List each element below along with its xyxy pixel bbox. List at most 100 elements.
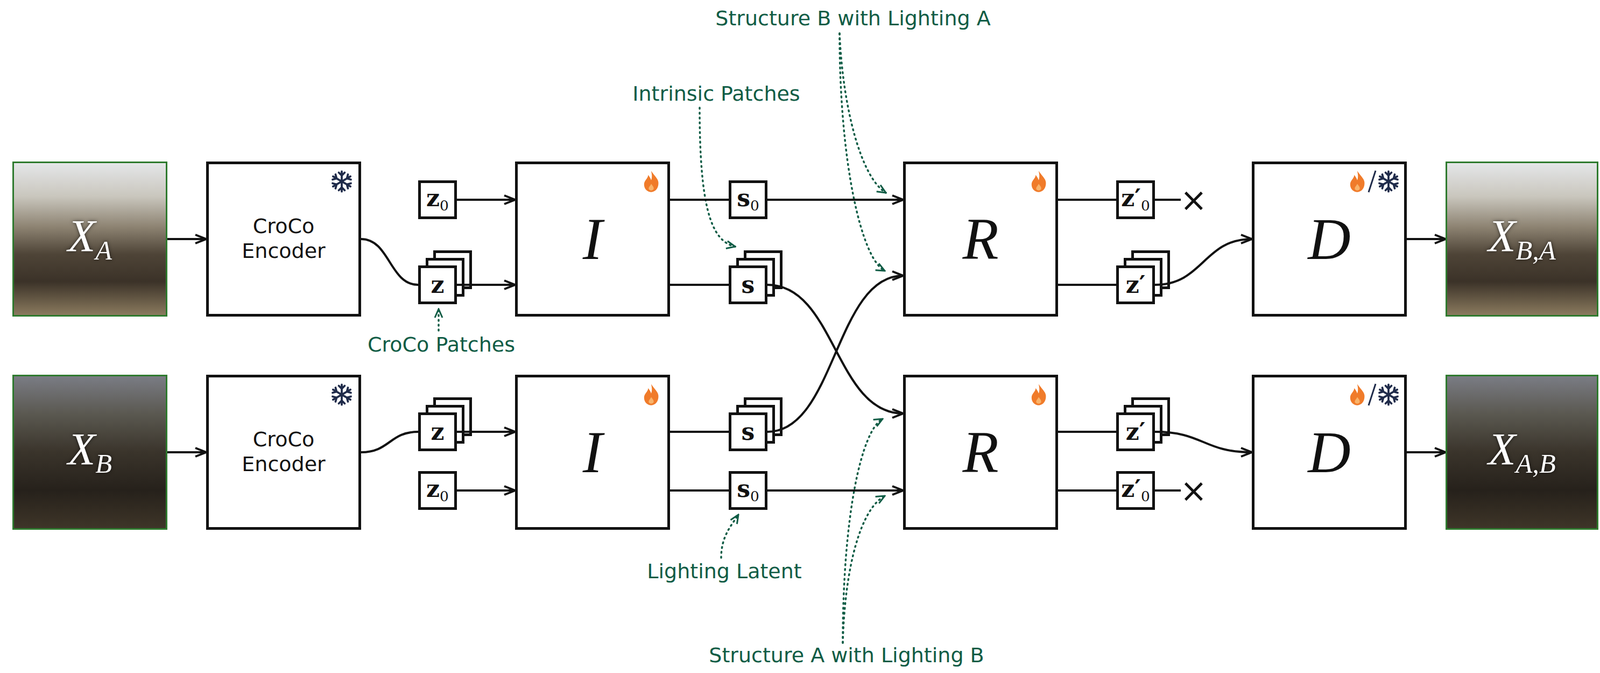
patch-stack: s xyxy=(728,412,768,451)
annotation-label: CroCo Patches xyxy=(365,333,518,357)
subscript-text: A xyxy=(95,235,112,266)
node-label: I xyxy=(582,419,603,485)
node-label: s xyxy=(736,184,751,212)
node-label: D xyxy=(1307,419,1351,485)
module-box: D xyxy=(1251,374,1407,530)
trainable-icon xyxy=(644,170,659,193)
image-panel: XB,A xyxy=(1445,161,1599,317)
node-text: s xyxy=(741,419,756,444)
leader-line xyxy=(842,495,885,643)
node-text: CroCo Encoder xyxy=(224,214,343,264)
discard-mark: × xyxy=(1180,474,1208,507)
node-text: XA,B xyxy=(1488,426,1556,478)
node-text: z0 xyxy=(426,186,449,213)
module-box: R xyxy=(903,374,1059,530)
connector xyxy=(767,198,904,201)
node-text: D xyxy=(1307,422,1351,482)
node-label: X xyxy=(67,424,96,475)
encoder-box: CroCo Encoder xyxy=(206,374,362,530)
connector xyxy=(1058,430,1117,433)
latent-box: z′0 xyxy=(1116,180,1155,220)
node-text: s0 xyxy=(736,476,760,504)
connector xyxy=(456,283,516,286)
node-text: z0 xyxy=(426,476,449,504)
patch-stack: z xyxy=(418,265,457,305)
connector xyxy=(456,430,516,433)
node-text: D xyxy=(1307,209,1351,269)
node-text: XA xyxy=(67,213,112,265)
node-text: s0 xyxy=(736,186,760,213)
encoder-box: CroCo Encoder xyxy=(206,161,362,317)
trainable-icon xyxy=(644,383,659,406)
connector xyxy=(361,238,419,285)
latent-box: z′0 xyxy=(1116,470,1155,510)
node-label: D xyxy=(1307,206,1351,272)
discard-mark: × xyxy=(1180,183,1208,216)
node-text: XB,A xyxy=(1488,213,1556,265)
subscript-text: A,B xyxy=(1516,448,1556,479)
leader-line xyxy=(839,33,885,271)
subscript-text: B,A xyxy=(1516,235,1556,266)
connector xyxy=(167,237,207,241)
node-label: z xyxy=(431,270,445,299)
node-text: XB xyxy=(67,426,112,478)
subscript-text: 0 xyxy=(750,487,760,505)
connector xyxy=(1154,431,1252,453)
node-label: z xyxy=(426,474,440,503)
connector xyxy=(670,430,729,433)
discard-line xyxy=(1154,489,1181,492)
subscript-text: 0 xyxy=(750,196,760,214)
connector xyxy=(1154,238,1252,285)
connector xyxy=(1058,283,1117,286)
node-label: CroCo Encoder xyxy=(241,214,326,263)
annotation-label: Structure A with Lighting B xyxy=(706,643,986,668)
node-text: s xyxy=(741,272,756,297)
node-text: z′0 xyxy=(1121,186,1150,213)
node-label: X xyxy=(1488,424,1516,475)
latent-box: z0 xyxy=(418,180,457,220)
connector xyxy=(670,489,729,492)
node-label: z xyxy=(426,184,440,212)
patch-stack: z′ xyxy=(1116,412,1155,451)
connector xyxy=(1406,237,1446,241)
connector xyxy=(767,489,904,492)
patch-stack: z′ xyxy=(1116,265,1155,305)
node-text: z′ xyxy=(1125,272,1146,297)
leader-line xyxy=(437,308,440,331)
subscript-text: B xyxy=(95,448,112,479)
subscript-text: 0 xyxy=(439,487,449,505)
node-label: R xyxy=(962,206,999,272)
node-label: s xyxy=(741,417,756,446)
annotation-label: Structure B with Lighting A xyxy=(713,6,993,31)
annotation-label: Intrinsic Patches xyxy=(630,82,802,107)
connector xyxy=(670,283,729,286)
slash-mark xyxy=(1368,170,1376,193)
node-text: z′ xyxy=(1125,419,1146,444)
connector xyxy=(1406,450,1446,454)
connector xyxy=(167,450,207,454)
node-label: X xyxy=(1488,210,1516,262)
node-text: z′0 xyxy=(1121,476,1150,504)
module-box: I xyxy=(515,374,671,530)
connector xyxy=(1058,489,1117,492)
node-label: s xyxy=(736,474,751,503)
discard-stubs xyxy=(1154,199,1181,491)
connector xyxy=(456,489,516,492)
leader-line xyxy=(842,418,883,643)
latent-box: s0 xyxy=(728,180,768,220)
node-text: z xyxy=(431,272,445,297)
module-box: D xyxy=(1251,161,1407,317)
annotation-label: Lighting Latent xyxy=(644,559,804,584)
connector xyxy=(1058,198,1117,201)
connector xyxy=(767,284,904,414)
leader-line xyxy=(699,107,736,247)
frozen-icon xyxy=(1378,384,1399,405)
image-panel: XA,B xyxy=(1445,374,1599,530)
node-text: R xyxy=(962,422,999,482)
image-panel: XA xyxy=(12,161,168,317)
trainable-icon xyxy=(1031,170,1047,193)
trainable-icon xyxy=(1031,383,1047,406)
connector xyxy=(670,198,729,201)
frozen-icon xyxy=(331,171,352,192)
